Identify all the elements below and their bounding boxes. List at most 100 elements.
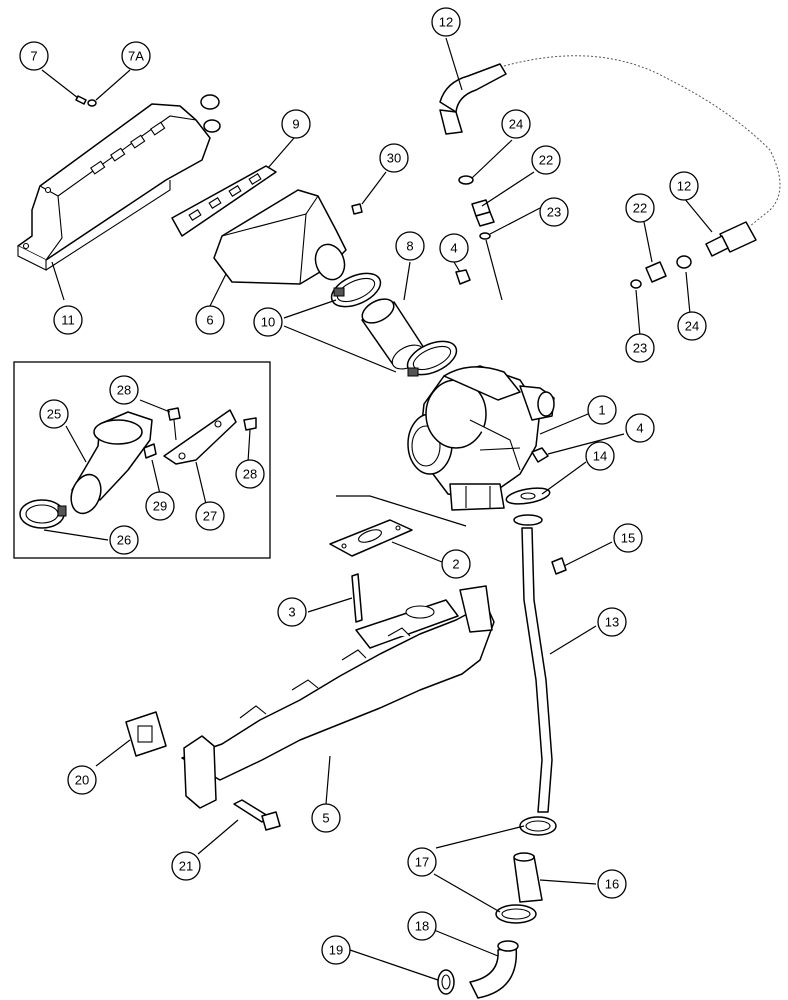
part-17-clamp-upper [519,816,557,836]
callout-label-14: 14 [593,449,607,464]
callout-label-21: 21 [179,859,193,874]
callout-label-3: 3 [288,605,295,620]
callout-26: 26 [109,525,139,555]
part-19-seal [437,969,455,995]
callout-1: 1 [587,395,617,425]
callout-10: 10 [253,307,283,337]
part-28-bolt-right [243,417,257,431]
part-27-bracket [163,409,237,465]
callout-8: 8 [395,231,425,261]
part-26-clamp [19,499,67,529]
part-9-gasket [171,165,277,237]
callout-27: 27 [195,501,225,531]
part-17-clamp-lower [495,904,537,924]
callout-29: 29 [145,491,175,521]
callout-5: 5 [311,803,341,833]
part-18-elbow [469,940,519,999]
callout-label-7a: 7A [128,49,144,64]
callout-label-10: 10 [261,315,275,330]
part-2-gasket [329,519,413,557]
callout-18: 18 [407,911,437,941]
callout-15: 15 [613,523,643,553]
callout-24-upper: 24 [501,109,531,139]
part-22-adapter-right [645,261,667,283]
callout-17: 17 [407,847,437,877]
part-21-bolt [233,799,281,831]
callout-25: 25 [39,399,69,429]
part-12-oil-line-upper [439,55,781,227]
callout-label-19: 19 [329,943,343,958]
callout-label-28-right: 28 [243,467,257,482]
leader-lines [41,37,713,981]
callout-13: 13 [597,607,627,637]
callout-label-2: 2 [452,557,459,572]
callout-23-upper: 23 [539,197,569,227]
callout-12-right: 12 [669,171,699,201]
part-4-nut-turbo [531,447,549,463]
callout-label-30: 30 [387,151,401,166]
part-7a-washer [87,99,97,107]
callout-label-28-left: 28 [117,383,131,398]
part-20-gasket [125,711,167,757]
callout-16: 16 [597,869,627,899]
callout-9: 9 [281,109,311,139]
part-23-seal-upper [479,232,503,301]
part-24-washer-right [676,255,692,269]
callout-4-right: 4 [625,413,655,443]
callout-2: 2 [441,549,471,579]
callout-11: 11 [53,305,83,335]
callout-label-27: 27 [203,509,217,524]
part-6-intake-elbow [213,189,347,285]
callout-label-23-upper: 23 [547,205,561,220]
callout-22-right: 22 [625,193,655,223]
callout-label-29: 29 [153,499,167,514]
part-10-clamp-lower [406,340,458,377]
part-22-adapter-upper [471,199,495,227]
callout-19: 19 [321,935,351,965]
part-10-clamp-upper [330,272,382,308]
callout-28-left: 28 [109,375,139,405]
part-23-seal-right [630,279,642,289]
callout-label-4-right: 4 [636,421,643,436]
callout-label-17: 17 [415,855,429,870]
callout-label-5: 5 [322,811,329,826]
callout-3: 3 [277,597,307,627]
part-14-gasket [505,487,551,505]
callout-label-25: 25 [47,407,61,422]
part-16-hose [513,852,543,903]
callout-7: 7 [19,41,49,71]
turbo-flange-outline [336,495,467,527]
callout-4-upper: 4 [439,233,469,263]
callout-label-4-upper: 4 [450,241,457,256]
callout-21: 21 [171,851,201,881]
part-25-elbow [70,411,153,515]
callout-28-right: 28 [235,459,265,489]
part-11-intake-cover [17,94,221,271]
callout-label-24-upper: 24 [509,117,523,132]
callout-22-upper: 22 [531,145,561,175]
inset-box [13,361,271,559]
callout-6: 6 [195,305,225,335]
callout-label-1: 1 [598,403,605,418]
callout-23-right: 23 [625,333,655,363]
callout-label-6: 6 [206,313,213,328]
part-7-screw [75,95,87,105]
callout-label-22-upper: 22 [539,153,553,168]
callout-label-18: 18 [415,919,429,934]
callout-14: 14 [585,441,615,471]
callout-24-right: 24 [677,311,707,341]
part-12-oil-line-lower-fitting [705,221,757,257]
callout-label-20: 20 [75,773,89,788]
callout-label-16: 16 [605,877,619,892]
callout-12-upper: 12 [431,7,461,37]
callout-label-15: 15 [621,531,635,546]
callout-label-12-right: 12 [677,179,691,194]
callout-label-9: 9 [292,117,299,132]
callout-label-13: 13 [605,615,619,630]
callout-label-8: 8 [406,239,413,254]
part-4-nut-upper [455,269,471,285]
part-1-turbocharger [407,365,555,511]
part-28-bolt-left [167,407,181,441]
part-3-stud [351,573,363,623]
